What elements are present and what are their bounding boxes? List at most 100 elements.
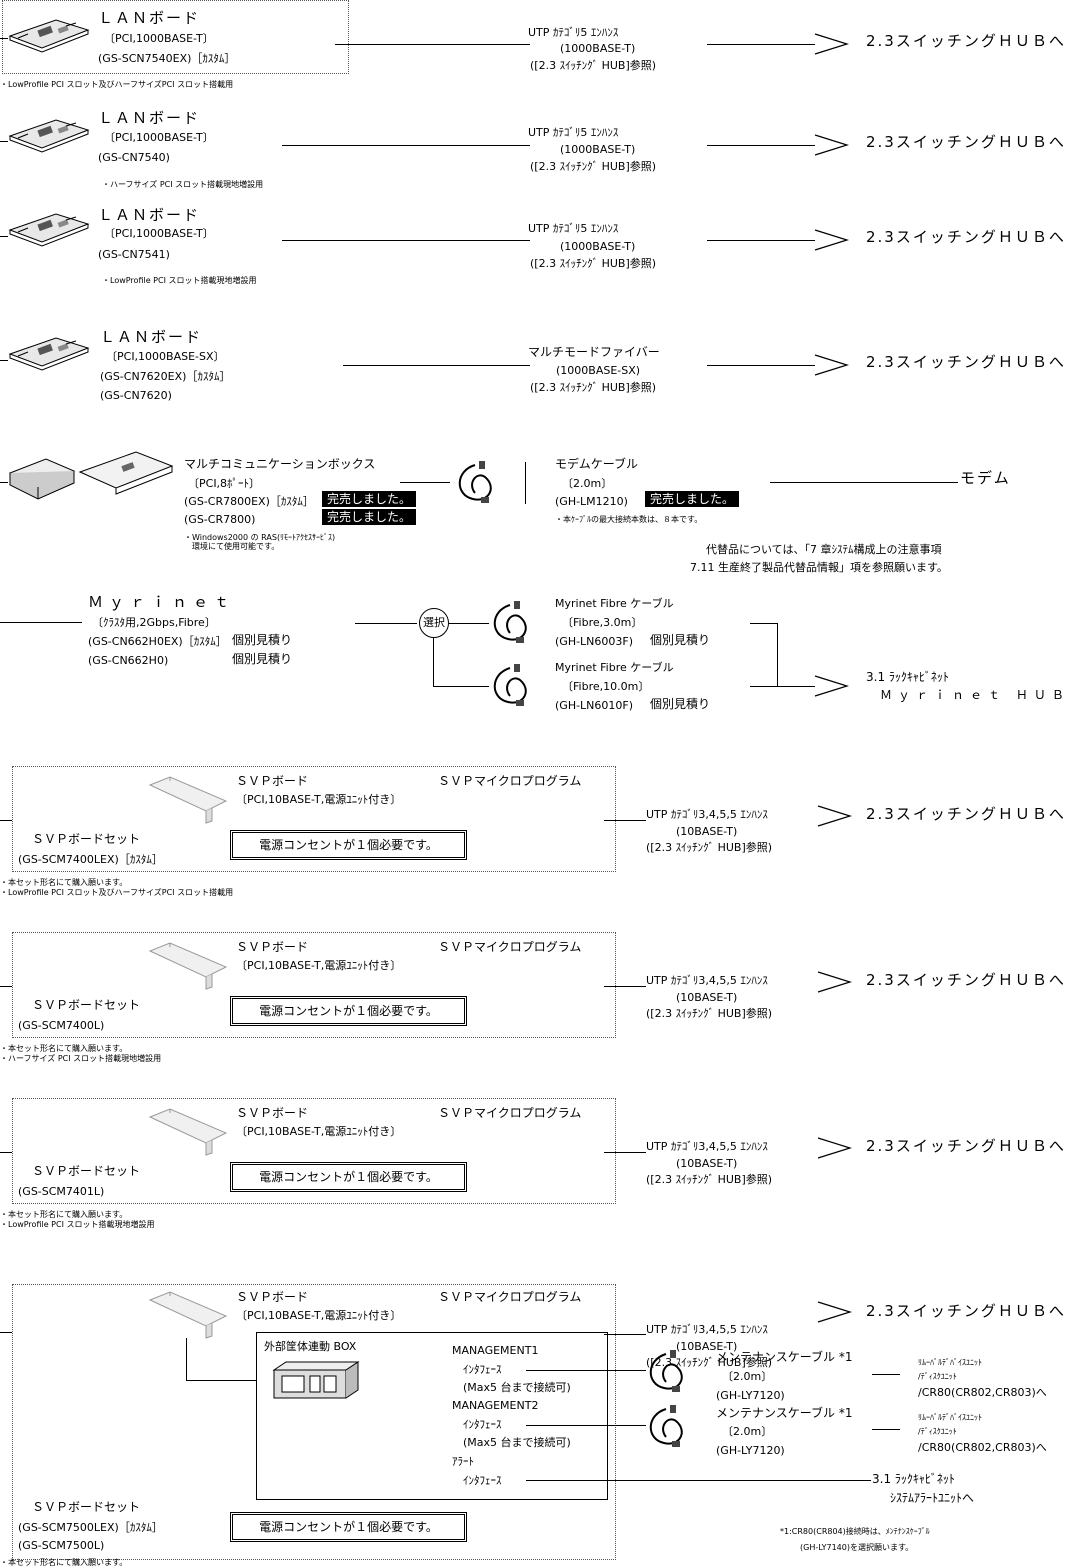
myrinet-model: (GS-CN662H0) xyxy=(88,654,169,667)
svp-board-icon xyxy=(149,1291,227,1339)
connector-line xyxy=(0,482,8,483)
arrow-icon xyxy=(814,675,848,697)
management2-if: ｲﾝﾀﾌｪｰｽ xyxy=(463,1418,502,1431)
svp-set-3-frame xyxy=(12,1098,616,1204)
svp-board-icon xyxy=(149,942,227,990)
maintenance-cable-2-model: (GH-LY7120) xyxy=(716,1444,785,1457)
svp-buy-note: ・本セット形名にて購入願います。 xyxy=(0,1210,128,1219)
connector-line xyxy=(750,623,777,624)
lan-board-1-note: ・LowProfile PCI スロット及びハーフサイズPCI スロット搭載用 xyxy=(0,80,234,89)
lan-board-1-model: (GS-SCN7540EX)［ｶｽﾀﾑ］ xyxy=(98,52,236,65)
svp-microprogram: ＳＶＰマイクロプログラム xyxy=(438,774,582,788)
svp-microprogram: ＳＶＰマイクロプログラム xyxy=(438,1290,582,1304)
connector-line xyxy=(604,1152,646,1153)
svp-set-4-frame xyxy=(12,1284,616,1560)
lan-board-3-icon xyxy=(9,213,89,247)
svp-buy-note: ・本セット形名にて購入願います。 xyxy=(0,1558,128,1567)
quote-label: 個別見積り xyxy=(232,633,293,647)
management1-if: ｲﾝﾀﾌｪｰｽ xyxy=(463,1363,502,1376)
fibre-cable-2-model: (GH-LN6010F) xyxy=(555,699,634,712)
cable-utp-1-ref: ([2.3 ｽｲｯﾁﾝｸﾞ HUB]参照) xyxy=(530,59,657,72)
svp-board-name: ＳＶＰボード xyxy=(236,1290,309,1304)
svp-buy-note: ・本セット形名にて購入願います。 xyxy=(0,878,128,887)
connector-line xyxy=(526,1370,646,1371)
myrinet-spec: 〔ｸﾗｽﾀ用,2Gbps,Fibre〕 xyxy=(92,616,216,629)
cable-utp-svp-1-ref: ([2.3 ｽｲｯﾁﾝｸﾞ HUB]参照) xyxy=(646,841,773,854)
comm-box-name: マルチコミュニケーションボックス xyxy=(184,457,376,471)
management1-max: (Max5 台まで接続可) xyxy=(463,1381,571,1394)
hub-destination-1: 2.3スイッチングＨＵＢへ xyxy=(866,32,1066,50)
maintenance-cable-1-length: 〔2.0m〕 xyxy=(722,1370,773,1383)
quote-label: 個別見積り xyxy=(232,652,293,666)
hub-destination-4: 2.3スイッチングＨＵＢへ xyxy=(866,353,1066,371)
hub-destination-2: 2.3スイッチングＨＵＢへ xyxy=(866,133,1066,151)
svp-set-name: ＳＶＰボードセット xyxy=(32,998,141,1012)
lan-board-3-name: ＬＡＮボード xyxy=(98,206,201,224)
hub-destination-svp-3: 2.3スイッチングＨＵＢへ xyxy=(866,1137,1066,1155)
comm-box-note: ・Windows2000 の RAS(ﾘﾓｰﾄｱｸｾｽｻｰﾋﾞｽ) xyxy=(184,533,336,542)
svp-set-3-model: (GS-SCM7401L) xyxy=(18,1185,105,1198)
replacement-note-1: 代替品については、「7 章ｼｽﾃﾑ構成上の注意事項 xyxy=(706,543,942,556)
svp-set-4-model-ex: (GS-SCM7500LEX)［ｶｽﾀﾑ］ xyxy=(18,1521,163,1534)
connector-line xyxy=(604,1334,646,1335)
connector-line xyxy=(433,638,434,686)
connector-line xyxy=(777,623,778,686)
cable-fiber-spec: (1000BASE-SX) xyxy=(556,364,641,377)
removable-device-dest-1: ﾘﾑｰﾊﾞﾙﾃﾞﾊﾞｲｽﾕﾆｯﾄ xyxy=(918,1358,982,1367)
maintenance-cable-icon xyxy=(649,1349,683,1393)
maintenance-cable-1-name: メンテナンスケーブル *1 xyxy=(716,1350,853,1364)
comm-box-model-ex: (GS-CR7800EX)［ｶｽﾀﾑ］ xyxy=(184,495,314,508)
connector-line xyxy=(770,482,958,483)
svp-set-name: ＳＶＰボードセット xyxy=(32,1164,141,1178)
connector-line xyxy=(0,820,12,821)
power-notice: 電源コンセントが１個必要です。 xyxy=(230,1512,467,1542)
hub-destination-svp-4: 2.3スイッチングＨＵＢへ xyxy=(866,1302,1066,1320)
cable-utp-svp-4-ref: ([2.3 ｽｲｯﾁﾝｸﾞ HUB]参照) xyxy=(646,1356,773,1369)
myrinet-model-ex: (GS-CN662H0EX)［ｶｽﾀﾑ］ xyxy=(88,635,227,648)
removable-device-dest-1: /CR80(CR802,CR803)へ xyxy=(918,1386,1047,1399)
lan-board-2-name: ＬＡＮボード xyxy=(98,109,201,127)
modem-cable-name: モデムケーブル xyxy=(555,457,639,471)
arrow-icon xyxy=(814,134,848,156)
svp-set-1-model: (GS-SCM7400LEX)［ｶｽﾀﾑ］ xyxy=(18,853,163,866)
connector-line xyxy=(872,1429,900,1430)
removable-device-dest-1: /ﾃﾞｨｽｸﾕﾆｯﾄ xyxy=(918,1372,957,1381)
removable-device-dest-2: /ﾃﾞｨｽｸﾕﾆｯﾄ xyxy=(918,1427,957,1436)
connector-line xyxy=(0,236,8,237)
quote-label: 個別見積り xyxy=(650,697,711,711)
cable-utp-3-spec: (1000BASE-T) xyxy=(560,240,636,253)
connector-line xyxy=(343,365,530,366)
sold-out-badge: 完売しました。 xyxy=(645,491,740,507)
lan-board-3-spec: 〔PCI,1000BASE-T〕 xyxy=(104,227,214,240)
modem-cable-model: (GH-LM1210) xyxy=(555,495,628,508)
cable-utp-svp-2-ref: ([2.3 ｽｲｯﾁﾝｸﾞ HUB]参照) xyxy=(646,1007,773,1020)
connector-line xyxy=(0,1332,12,1333)
connector-line xyxy=(449,623,489,624)
fibre-cable-2-name: Myrinet Fibre ケーブル xyxy=(555,661,674,674)
connector-line xyxy=(707,240,815,241)
svp-board-spec: 〔PCI,10BASE-T,電源ﾕﾆｯﾄ付き〕 xyxy=(236,959,402,972)
external-box-title: 外部筐体連動 BOX xyxy=(264,1340,357,1353)
connector-line xyxy=(0,360,8,361)
external-box-frame xyxy=(256,1332,608,1500)
alert-label: ｱﾗｰﾄ xyxy=(452,1455,474,1468)
connector-line xyxy=(0,622,82,623)
svp-set-1-note: ・LowProfile PCI スロット及びハーフサイズPCI スロット搭載用 xyxy=(0,888,234,897)
cable-utp-2-spec: (1000BASE-T) xyxy=(560,143,636,156)
maintenance-cable-2-name: メンテナンスケーブル *1 xyxy=(716,1406,853,1420)
power-notice: 電源コンセントが１個必要です。 xyxy=(230,996,467,1026)
connector-line xyxy=(335,44,530,45)
connector-line xyxy=(872,1374,900,1375)
maintenance-cable-icon xyxy=(649,1404,683,1448)
comm-box-icon xyxy=(8,458,76,500)
cable-utp-svp-3: UTP ｶﾃｺﾞﾘ3,4,5,5 ｴﾝﾊﾝｽ xyxy=(646,1140,768,1153)
lan-board-4-icon xyxy=(9,337,89,371)
svp-board-spec: 〔PCI,10BASE-T,電源ﾕﾆｯﾄ付き〕 xyxy=(236,1125,402,1138)
arrow-icon xyxy=(814,354,848,376)
arrow-icon xyxy=(817,805,851,827)
connector-line xyxy=(0,1152,12,1153)
modem-cable-icon xyxy=(458,460,492,504)
footnote-2: (GH-LY7140)を選択願います。 xyxy=(800,1543,914,1552)
svp-set-2-note: ・ハーフサイズ PCI スロット搭載現地増設用 xyxy=(0,1054,162,1063)
external-box-icon xyxy=(272,1361,360,1399)
